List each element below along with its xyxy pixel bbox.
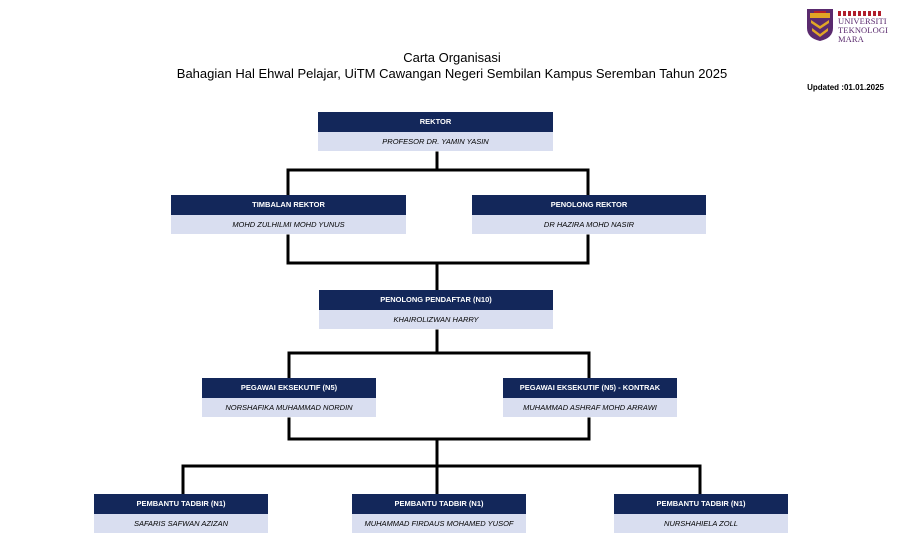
uitm-wordmark: UNIVERSITI TEKNOLOGI MARA <box>838 11 896 44</box>
node-name: SAFARIS SAFWAN AZIZAN <box>94 514 268 533</box>
node-name: MUHAMMAD FIRDAUS MOHAMED YUSOF <box>352 514 526 533</box>
node-title: PEGAWAI EKSEKUTIF (N5) - KONTRAK <box>503 378 677 398</box>
logo-line-1: UNIVERSITI <box>838 16 887 26</box>
node-pegawai-eksekutif-1: PEGAWAI EKSEKUTIF (N5) NORSHAFIKA MUHAMM… <box>202 378 376 417</box>
node-pembantu-tadbir-2: PEMBANTU TADBIR (N1) MUHAMMAD FIRDAUS MO… <box>352 494 526 533</box>
node-name: NORSHAFIKA MUHAMMAD NORDIN <box>202 398 376 417</box>
node-rektor: REKTOR PROFESOR DR. YAMIN YASIN <box>318 112 553 151</box>
node-name: NURSHAHIELA ZOLL <box>614 514 788 533</box>
node-penolong-pendaftar: PENOLONG PENDAFTAR (N10) KHAIROLIZWAN HA… <box>319 290 553 329</box>
uitm-logo: UNIVERSITI TEKNOLOGI MARA <box>806 8 896 44</box>
logo-line-3: MARA <box>838 34 864 44</box>
node-timbalan-rektor: TIMBALAN REKTOR MOHD ZULHILMI MOHD YUNUS <box>171 195 406 234</box>
updated-date: Updated :01.01.2025 <box>807 83 884 92</box>
chart-title: Carta Organisasi <box>403 50 501 65</box>
chart-subtitle: Bahagian Hal Ehwal Pelajar, UiTM Cawanga… <box>176 66 728 81</box>
node-title: PEMBANTU TADBIR (N1) <box>94 494 268 514</box>
node-title: PENOLONG REKTOR <box>472 195 706 215</box>
node-pembantu-tadbir-3: PEMBANTU TADBIR (N1) NURSHAHIELA ZOLL <box>614 494 788 533</box>
uitm-shield-icon <box>807 9 833 41</box>
node-title: PEMBANTU TADBIR (N1) <box>352 494 526 514</box>
node-title: PEMBANTU TADBIR (N1) <box>614 494 788 514</box>
node-pembantu-tadbir-1: PEMBANTU TADBIR (N1) SAFARIS SAFWAN AZIZ… <box>94 494 268 533</box>
node-pegawai-eksekutif-2: PEGAWAI EKSEKUTIF (N5) - KONTRAK MUHAMMA… <box>503 378 677 417</box>
node-penolong-rektor: PENOLONG REKTOR DR HAZIRA MOHD NASIR <box>472 195 706 234</box>
node-name: MUHAMMAD ASHRAF MOHD ARRAWI <box>503 398 677 417</box>
node-name: PROFESOR DR. YAMIN YASIN <box>318 132 553 151</box>
jawi-script <box>838 11 882 16</box>
node-name: DR HAZIRA MOHD NASIR <box>472 215 706 234</box>
node-name: MOHD ZULHILMI MOHD YUNUS <box>171 215 406 234</box>
node-name: KHAIROLIZWAN HARRY <box>319 310 553 329</box>
node-title: PEGAWAI EKSEKUTIF (N5) <box>202 378 376 398</box>
node-title: REKTOR <box>318 112 553 132</box>
node-title: TIMBALAN REKTOR <box>171 195 406 215</box>
logo-line-2: TEKNOLOGI <box>838 25 888 35</box>
node-title: PENOLONG PENDAFTAR (N10) <box>319 290 553 310</box>
